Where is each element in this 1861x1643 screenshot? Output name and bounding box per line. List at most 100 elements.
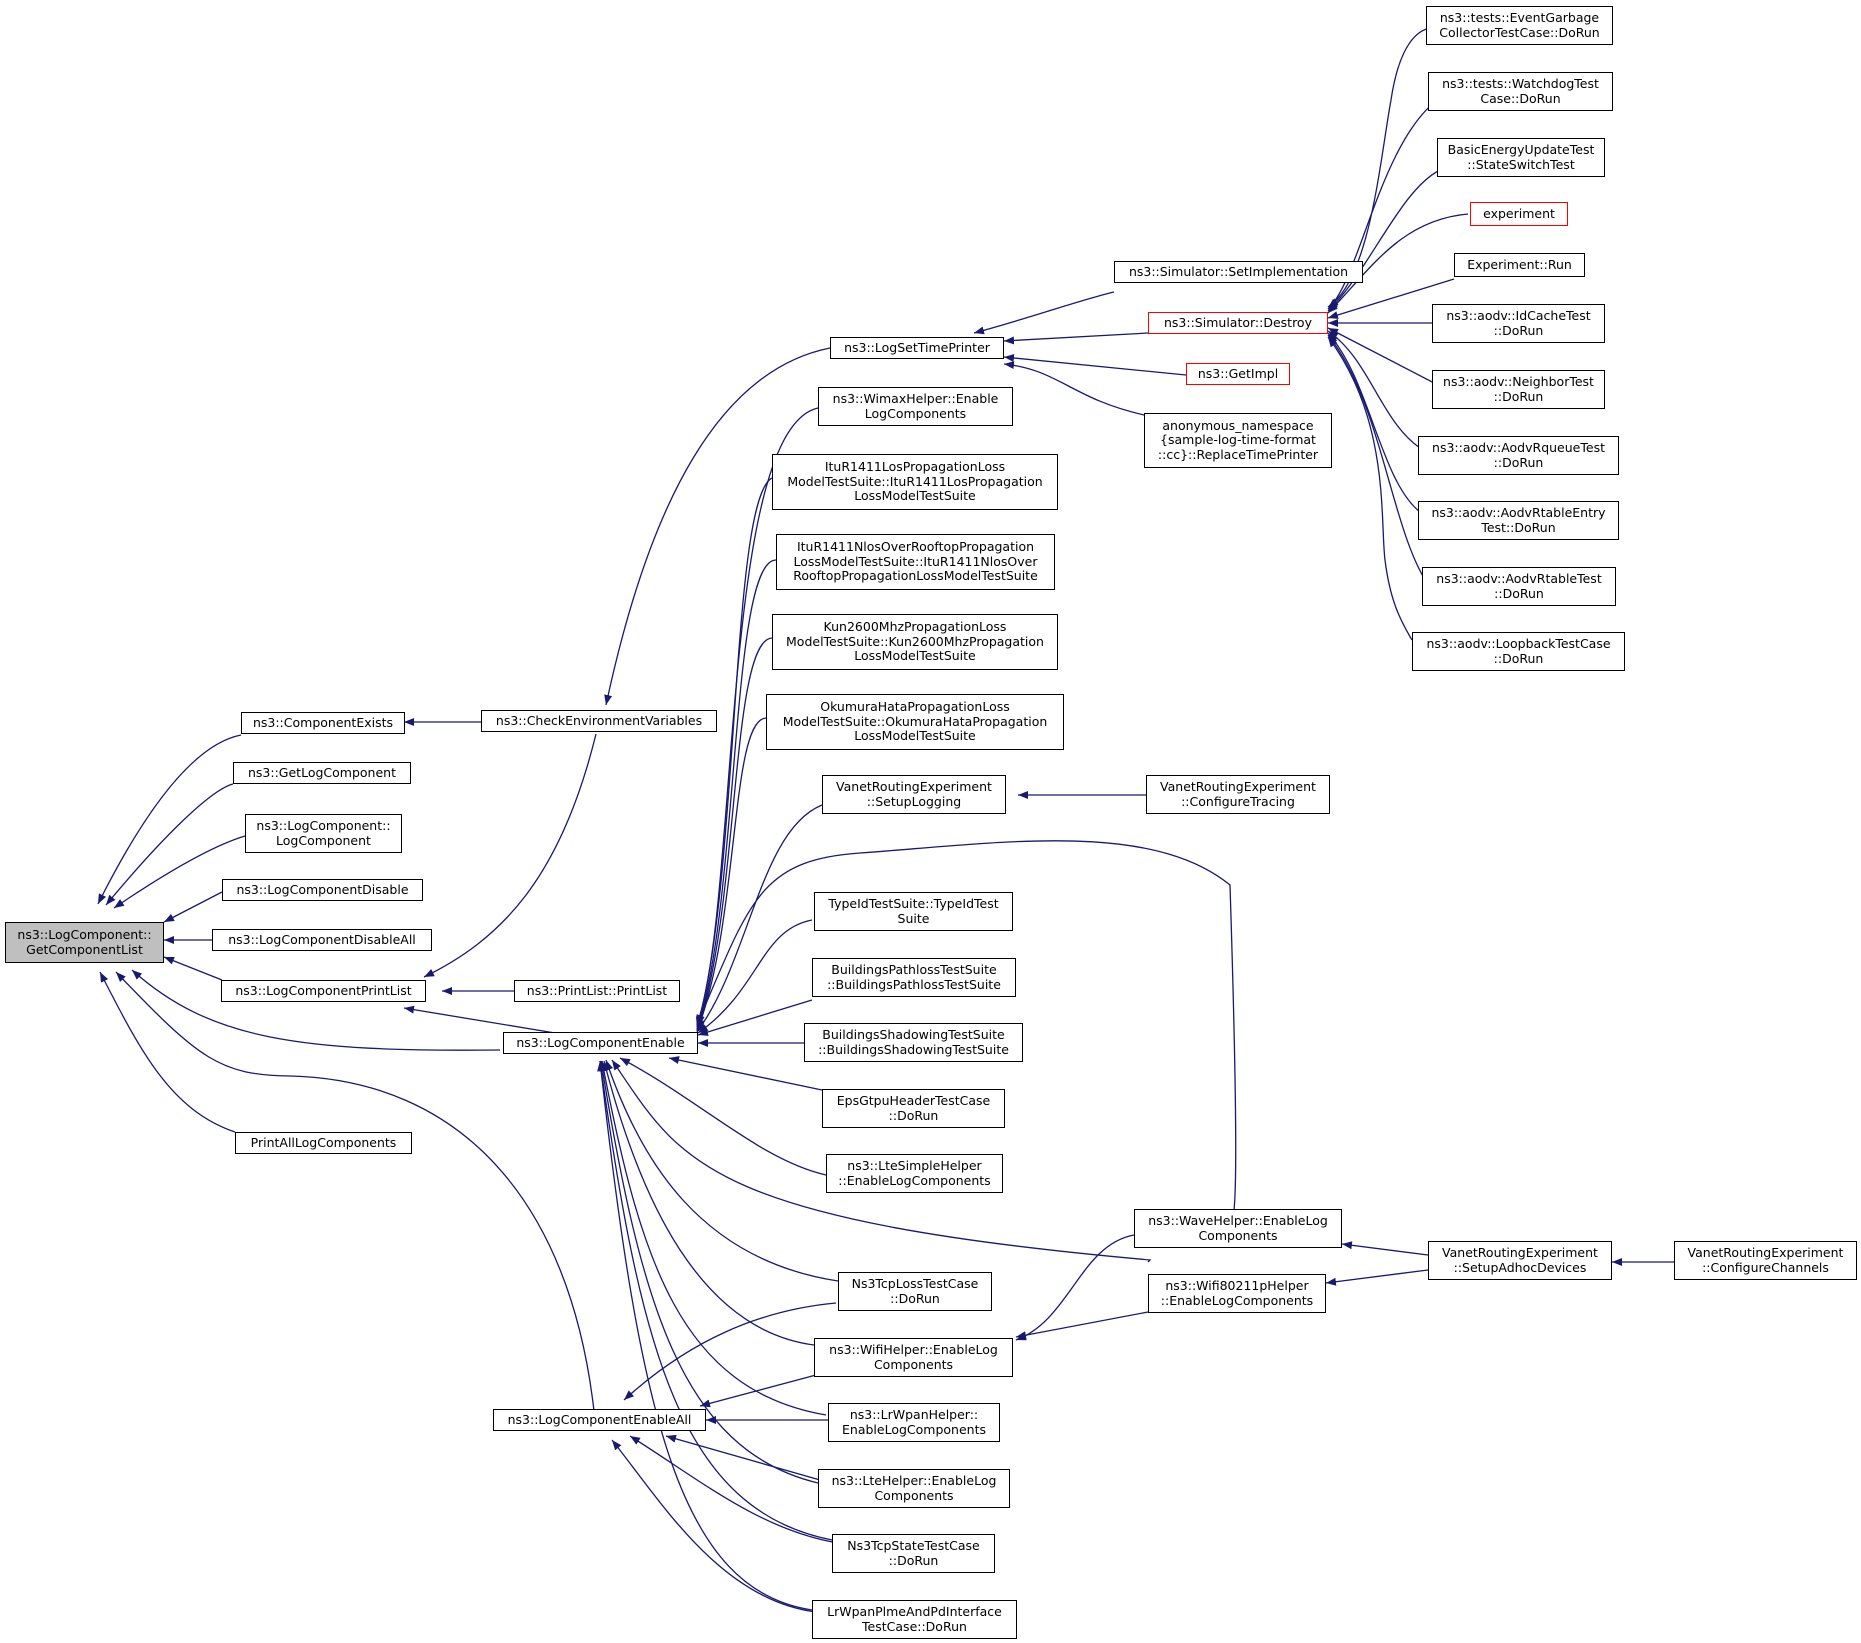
edge bbox=[605, 1059, 839, 1282]
node-check-environment-variables[interactable]: ns3::CheckEnvironmentVariables bbox=[481, 710, 717, 732]
edge bbox=[696, 840, 1237, 1213]
node-eps-gtpu-test[interactable]: EpsGtpuHeaderTestCase ::DoRun bbox=[822, 1089, 1005, 1128]
node-log-component-enable[interactable]: ns3::LogComponentEnable bbox=[503, 1032, 698, 1054]
edge bbox=[696, 559, 777, 1030]
node-wimax-enable-log[interactable]: ns3::WimaxHelper::Enable LogComponents bbox=[818, 387, 1013, 426]
edge bbox=[696, 637, 773, 1031]
edge bbox=[403, 1005, 556, 1034]
edge bbox=[611, 1059, 1152, 1263]
node-aodv-neighbor-test[interactable]: ns3::aodv::NeighborTest ::DoRun bbox=[1432, 370, 1605, 409]
edge bbox=[697, 919, 813, 1034]
edge bbox=[619, 1057, 827, 1176]
node-simulator-set-implementation[interactable]: ns3::Simulator::SetImplementation bbox=[1114, 261, 1363, 283]
node-ns3tcp-loss-test[interactable]: Ns3TcpLossTestCase ::DoRun bbox=[838, 1272, 992, 1311]
edge bbox=[1327, 213, 1469, 314]
node-print-list-ctor[interactable]: ns3::PrintList::PrintList bbox=[514, 980, 680, 1002]
edge bbox=[602, 1060, 815, 1346]
node-buildings-shadowing-suite[interactable]: BuildingsShadowingTestSuite ::BuildingsS… bbox=[804, 1023, 1023, 1062]
node-lrwpan-plme-test[interactable]: LrWpanPlmeAndPdInterface TestCase::DoRun bbox=[812, 1600, 1017, 1639]
edge bbox=[1327, 278, 1455, 319]
edge bbox=[1015, 1234, 1135, 1341]
edge bbox=[105, 783, 234, 906]
node-okumura-suite[interactable]: OkumuraHataPropagationLoss ModelTestSuit… bbox=[766, 694, 1064, 750]
edge bbox=[1003, 361, 1145, 416]
node-log-component-disable-all[interactable]: ns3::LogComponentDisableAll bbox=[212, 929, 432, 951]
edge bbox=[611, 1439, 817, 1613]
edge bbox=[629, 1435, 839, 1544]
node-aodv-rtable-entry-test[interactable]: ns3::aodv::AodvRtableEntry Test::DoRun bbox=[1418, 501, 1619, 540]
node-itu-los-suite[interactable]: ItuR1411LosPropagationLoss ModelTestSuit… bbox=[772, 454, 1058, 510]
node-wifi-helper-enable-log[interactable]: ns3::WifiHelper::EnableLog Components bbox=[814, 1338, 1013, 1377]
edge bbox=[1341, 1241, 1429, 1256]
edge bbox=[1015, 1311, 1149, 1340]
node-replace-time-printer[interactable]: anonymous_namespace {sample-log-time-for… bbox=[1144, 413, 1332, 468]
edge bbox=[597, 1060, 833, 1541]
node-vanet-configure-channels[interactable]: VanetRoutingExperiment ::ConfigureChanne… bbox=[1674, 1241, 1857, 1280]
node-itu-nlos-suite[interactable]: ItuR1411NlosOverRooftopPropagation LossM… bbox=[776, 534, 1055, 590]
node-lte-simple-helper[interactable]: ns3::LteSimpleHelper ::EnableLogComponen… bbox=[826, 1154, 1003, 1193]
node-typeid-suite[interactable]: TypeIdTestSuite::TypeIdTest Suite bbox=[814, 892, 1013, 931]
edge bbox=[696, 717, 767, 1032]
node-aodv-rqueue-test[interactable]: ns3::aodv::AodvRqueueTest ::DoRun bbox=[1418, 436, 1619, 475]
edge bbox=[97, 734, 242, 905]
node-wave-helper-enable-log[interactable]: ns3::WaveHelper::EnableLog Components bbox=[1134, 1209, 1342, 1248]
edge bbox=[1327, 336, 1413, 641]
node-ns3tcp-state-test[interactable]: Ns3TcpStateTestCase ::DoRun bbox=[832, 1534, 995, 1573]
edge bbox=[697, 999, 813, 1036]
node-aodv-idcache-test[interactable]: ns3::aodv::IdCacheTest ::DoRun bbox=[1432, 304, 1605, 343]
node-log-component-print-list[interactable]: ns3::LogComponentPrintList bbox=[221, 980, 426, 1002]
node-experiment[interactable]: experiment bbox=[1470, 202, 1568, 226]
node-log-component-disable[interactable]: ns3::LogComponentDisable bbox=[222, 879, 423, 901]
edge bbox=[597, 1060, 813, 1611]
edge bbox=[99, 971, 236, 1133]
edge bbox=[423, 733, 597, 978]
edge bbox=[1327, 332, 1421, 513]
node-vanet-configure-tracing[interactable]: VanetRoutingExperiment ::ConfigureTracin… bbox=[1146, 775, 1330, 814]
node-log-component-ctor[interactable]: ns3::LogComponent:: LogComponent bbox=[245, 814, 402, 853]
node-print-all-log-components[interactable]: PrintAllLogComponents bbox=[235, 1132, 412, 1154]
edge bbox=[1003, 354, 1187, 376]
edge bbox=[1327, 169, 1441, 312]
edge bbox=[1327, 334, 1425, 579]
node-wifi80211p-helper[interactable]: ns3::Wifi80211pHelper ::EnableLogCompone… bbox=[1148, 1274, 1326, 1313]
edge bbox=[115, 971, 595, 1412]
edge bbox=[598, 1060, 819, 1484]
node-log-component-enable-all[interactable]: ns3::LogComponentEnableAll bbox=[493, 1409, 706, 1431]
node-component-exists[interactable]: ns3::ComponentExists bbox=[241, 712, 405, 734]
edge bbox=[1327, 330, 1421, 449]
node-basic-energy-test[interactable]: BasicEnergyUpdateTest ::StateSwitchTest bbox=[1437, 138, 1605, 177]
edge bbox=[604, 347, 831, 706]
node-vanet-setup-logging[interactable]: VanetRoutingExperiment ::SetupLogging bbox=[822, 775, 1006, 814]
node-experiment-run[interactable]: Experiment::Run bbox=[1454, 253, 1585, 277]
edge bbox=[131, 969, 501, 1051]
edge bbox=[623, 1302, 837, 1401]
edge bbox=[1325, 1269, 1429, 1286]
node-watchdog-test[interactable]: ns3::tests::WatchdogTest Case::DoRun bbox=[1428, 72, 1613, 111]
edge bbox=[1327, 97, 1441, 310]
node-lte-helper-enable-log[interactable]: ns3::LteHelper::EnableLog Components bbox=[818, 1469, 1010, 1508]
edge bbox=[1003, 332, 1149, 345]
edge bbox=[973, 291, 1115, 335]
edge bbox=[699, 1374, 817, 1408]
edge bbox=[1327, 327, 1439, 386]
node-event-garbage-test[interactable]: ns3::tests::EventGarbage CollectorTestCa… bbox=[1426, 6, 1613, 45]
edge bbox=[163, 891, 223, 923]
node-get-log-component[interactable]: ns3::GetLogComponent bbox=[233, 762, 411, 784]
node-kun-suite[interactable]: Kun2600MhzPropagationLoss ModelTestSuite… bbox=[772, 614, 1058, 670]
node-buildings-pathloss-suite[interactable]: BuildingsPathlossTestSuite ::BuildingsPa… bbox=[812, 958, 1016, 997]
node-vanet-setup-adhoc[interactable]: VanetRoutingExperiment ::SetupAdhocDevic… bbox=[1428, 1241, 1612, 1280]
node-log-set-time-printer[interactable]: ns3::LogSetTimePrinter bbox=[830, 337, 1004, 359]
edge bbox=[695, 477, 773, 1028]
edge bbox=[668, 1056, 823, 1091]
edge bbox=[665, 1434, 821, 1481]
edge bbox=[113, 835, 246, 909]
node-simulator-destroy[interactable]: ns3::Simulator::Destroy bbox=[1148, 312, 1328, 334]
edge bbox=[163, 956, 223, 981]
node-aodv-rtable-test[interactable]: ns3::aodv::AodvRtableTest ::DoRun bbox=[1422, 567, 1616, 606]
node-root-get-component-list: ns3::LogComponent:: GetComponentList bbox=[5, 922, 164, 963]
node-lrwpan-helper[interactable]: ns3::LrWpanHelper:: EnableLogComponents bbox=[828, 1403, 1000, 1442]
node-aodv-loopback-test[interactable]: ns3::aodv::LoopbackTestCase ::DoRun bbox=[1412, 632, 1625, 671]
edge bbox=[599, 1060, 827, 1416]
node-get-impl[interactable]: ns3::GetImpl bbox=[1186, 363, 1290, 385]
